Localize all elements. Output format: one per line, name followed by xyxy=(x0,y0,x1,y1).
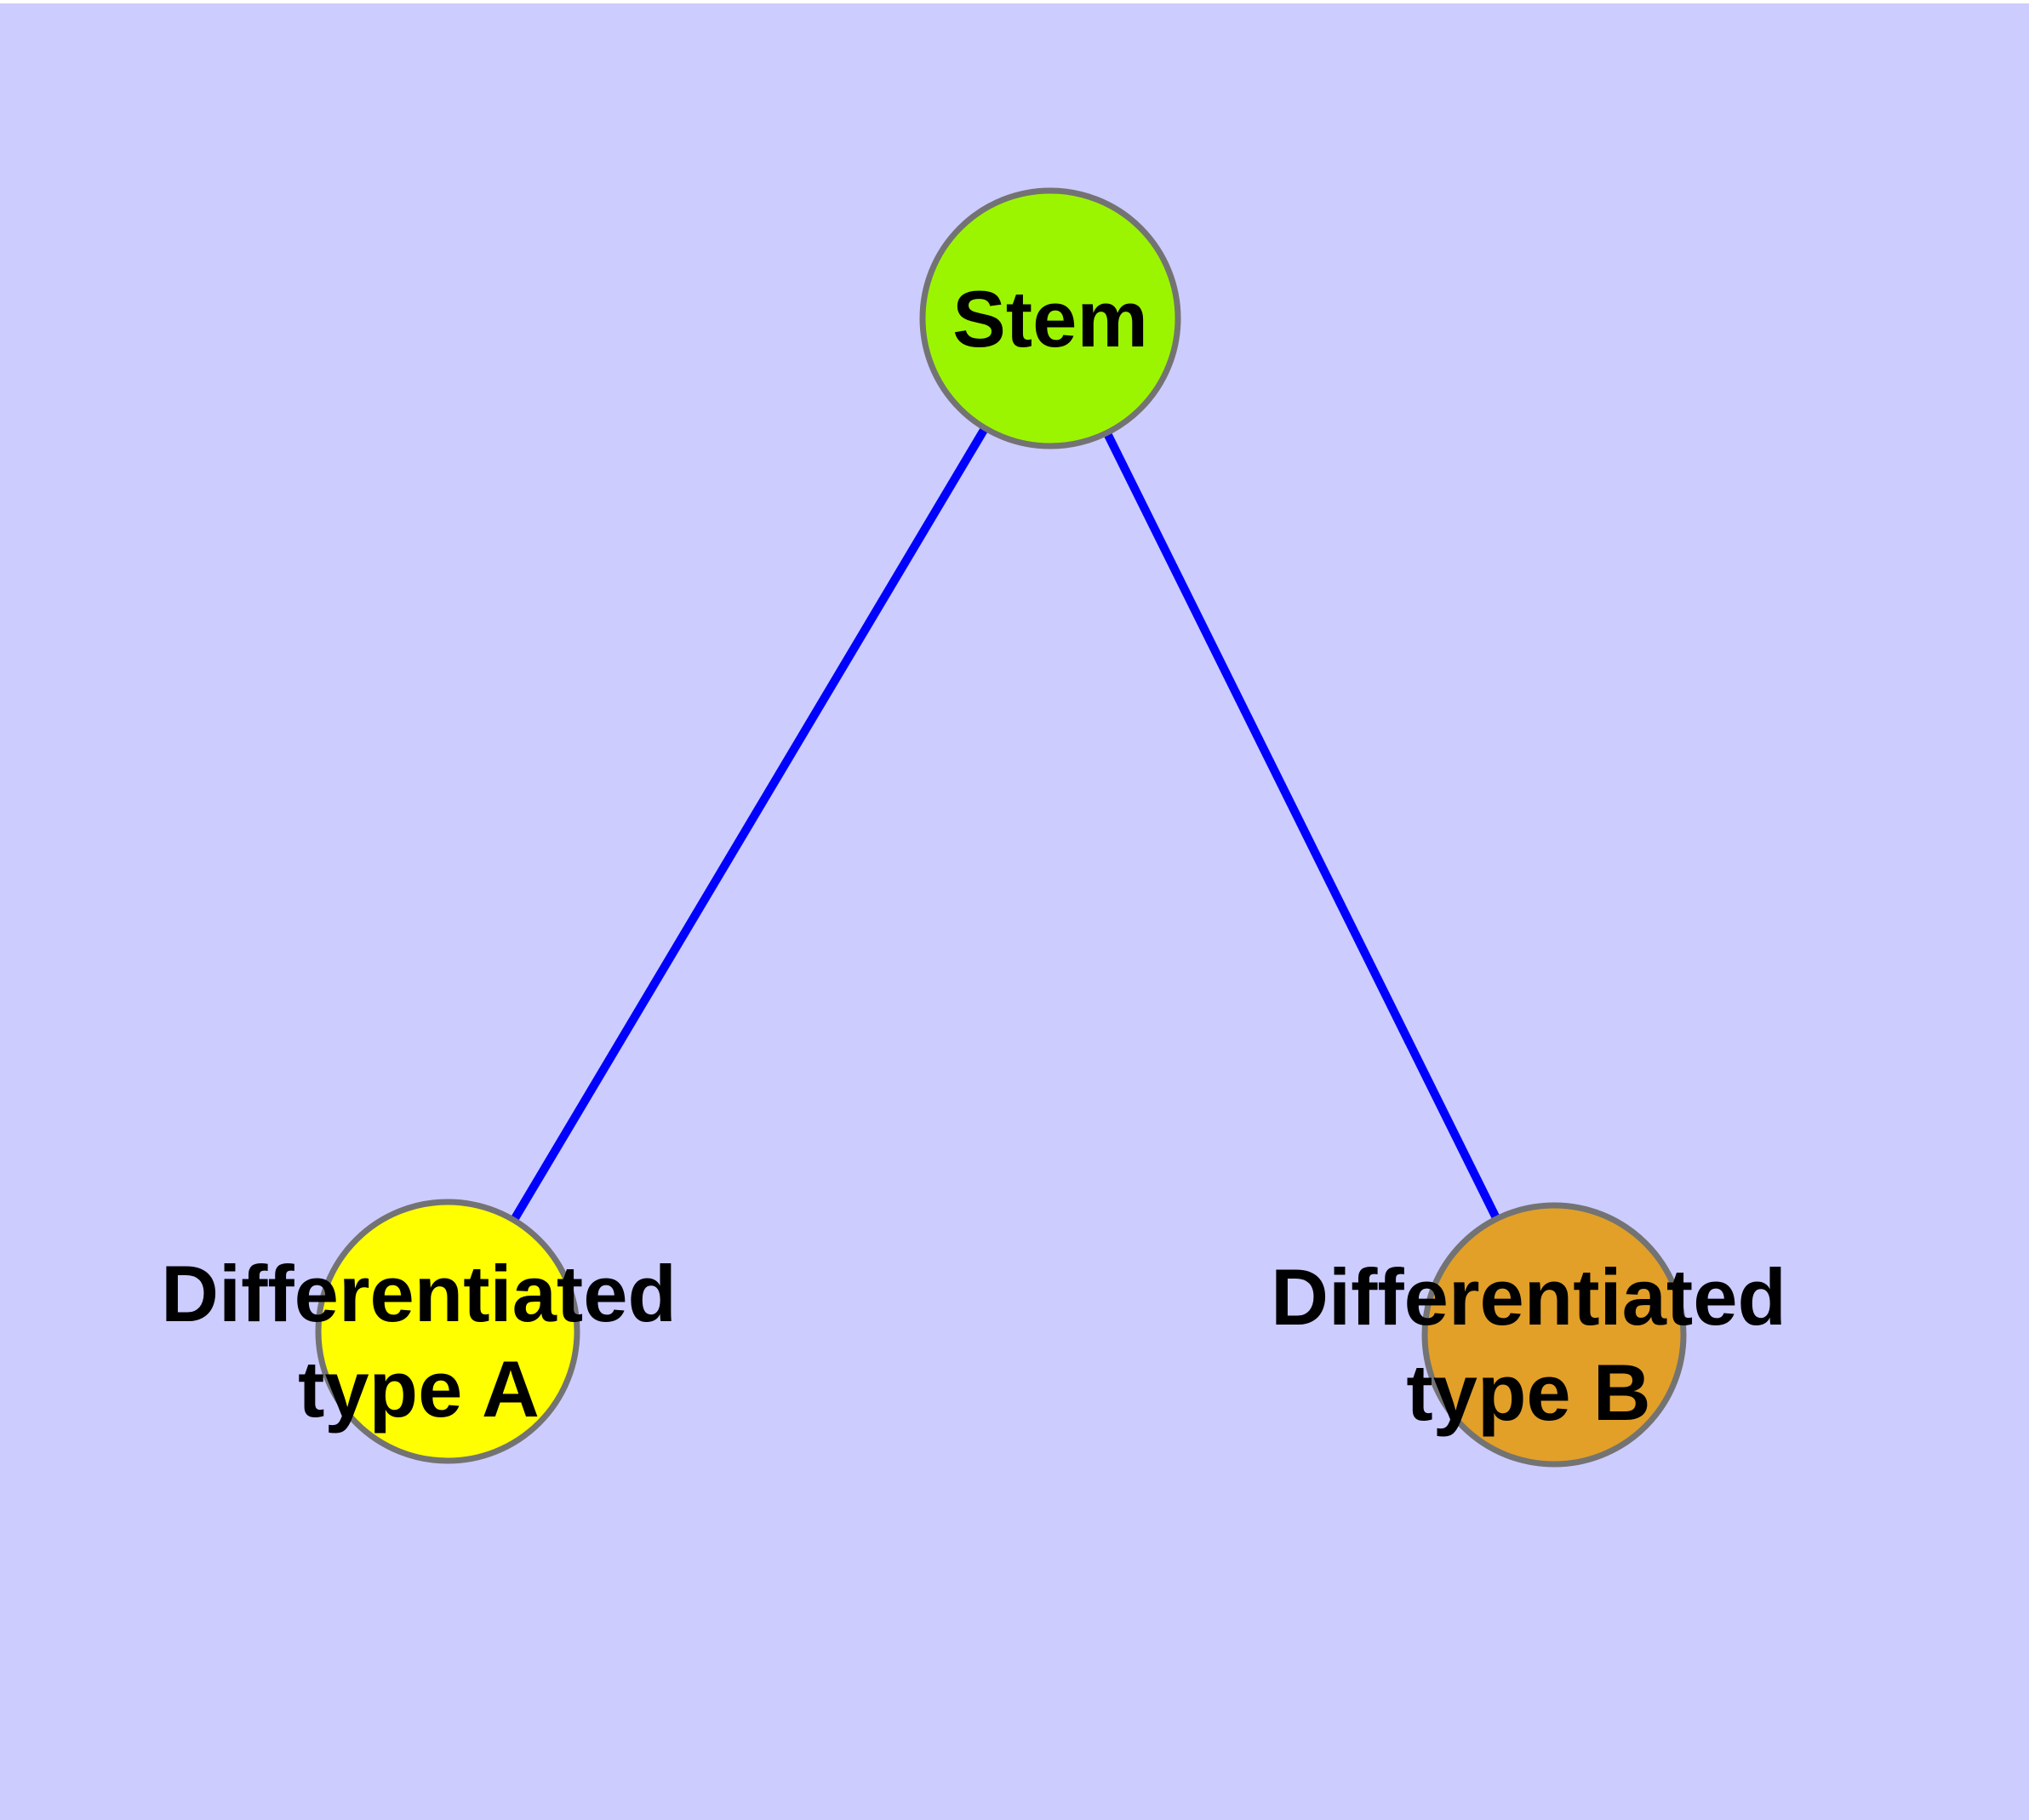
node-type-a-label-line1: Differentiated xyxy=(161,1249,677,1338)
top-margin-strip xyxy=(0,0,2029,3)
node-type-b-label-line2: type B xyxy=(1406,1348,1650,1437)
node-stem xyxy=(919,187,1181,449)
node-stem-label: Stem xyxy=(952,274,1148,363)
edge-stem-to-type-b xyxy=(1046,316,1558,1337)
node-type-a-label-line2: type A xyxy=(298,1344,540,1434)
node-differentiated-type-b xyxy=(1421,1202,1687,1468)
node-type-b-label-line1: Differentiated xyxy=(1271,1252,1786,1342)
edge-stem-to-type-a xyxy=(443,316,1055,1334)
node-differentiated-type-a xyxy=(315,1199,580,1464)
